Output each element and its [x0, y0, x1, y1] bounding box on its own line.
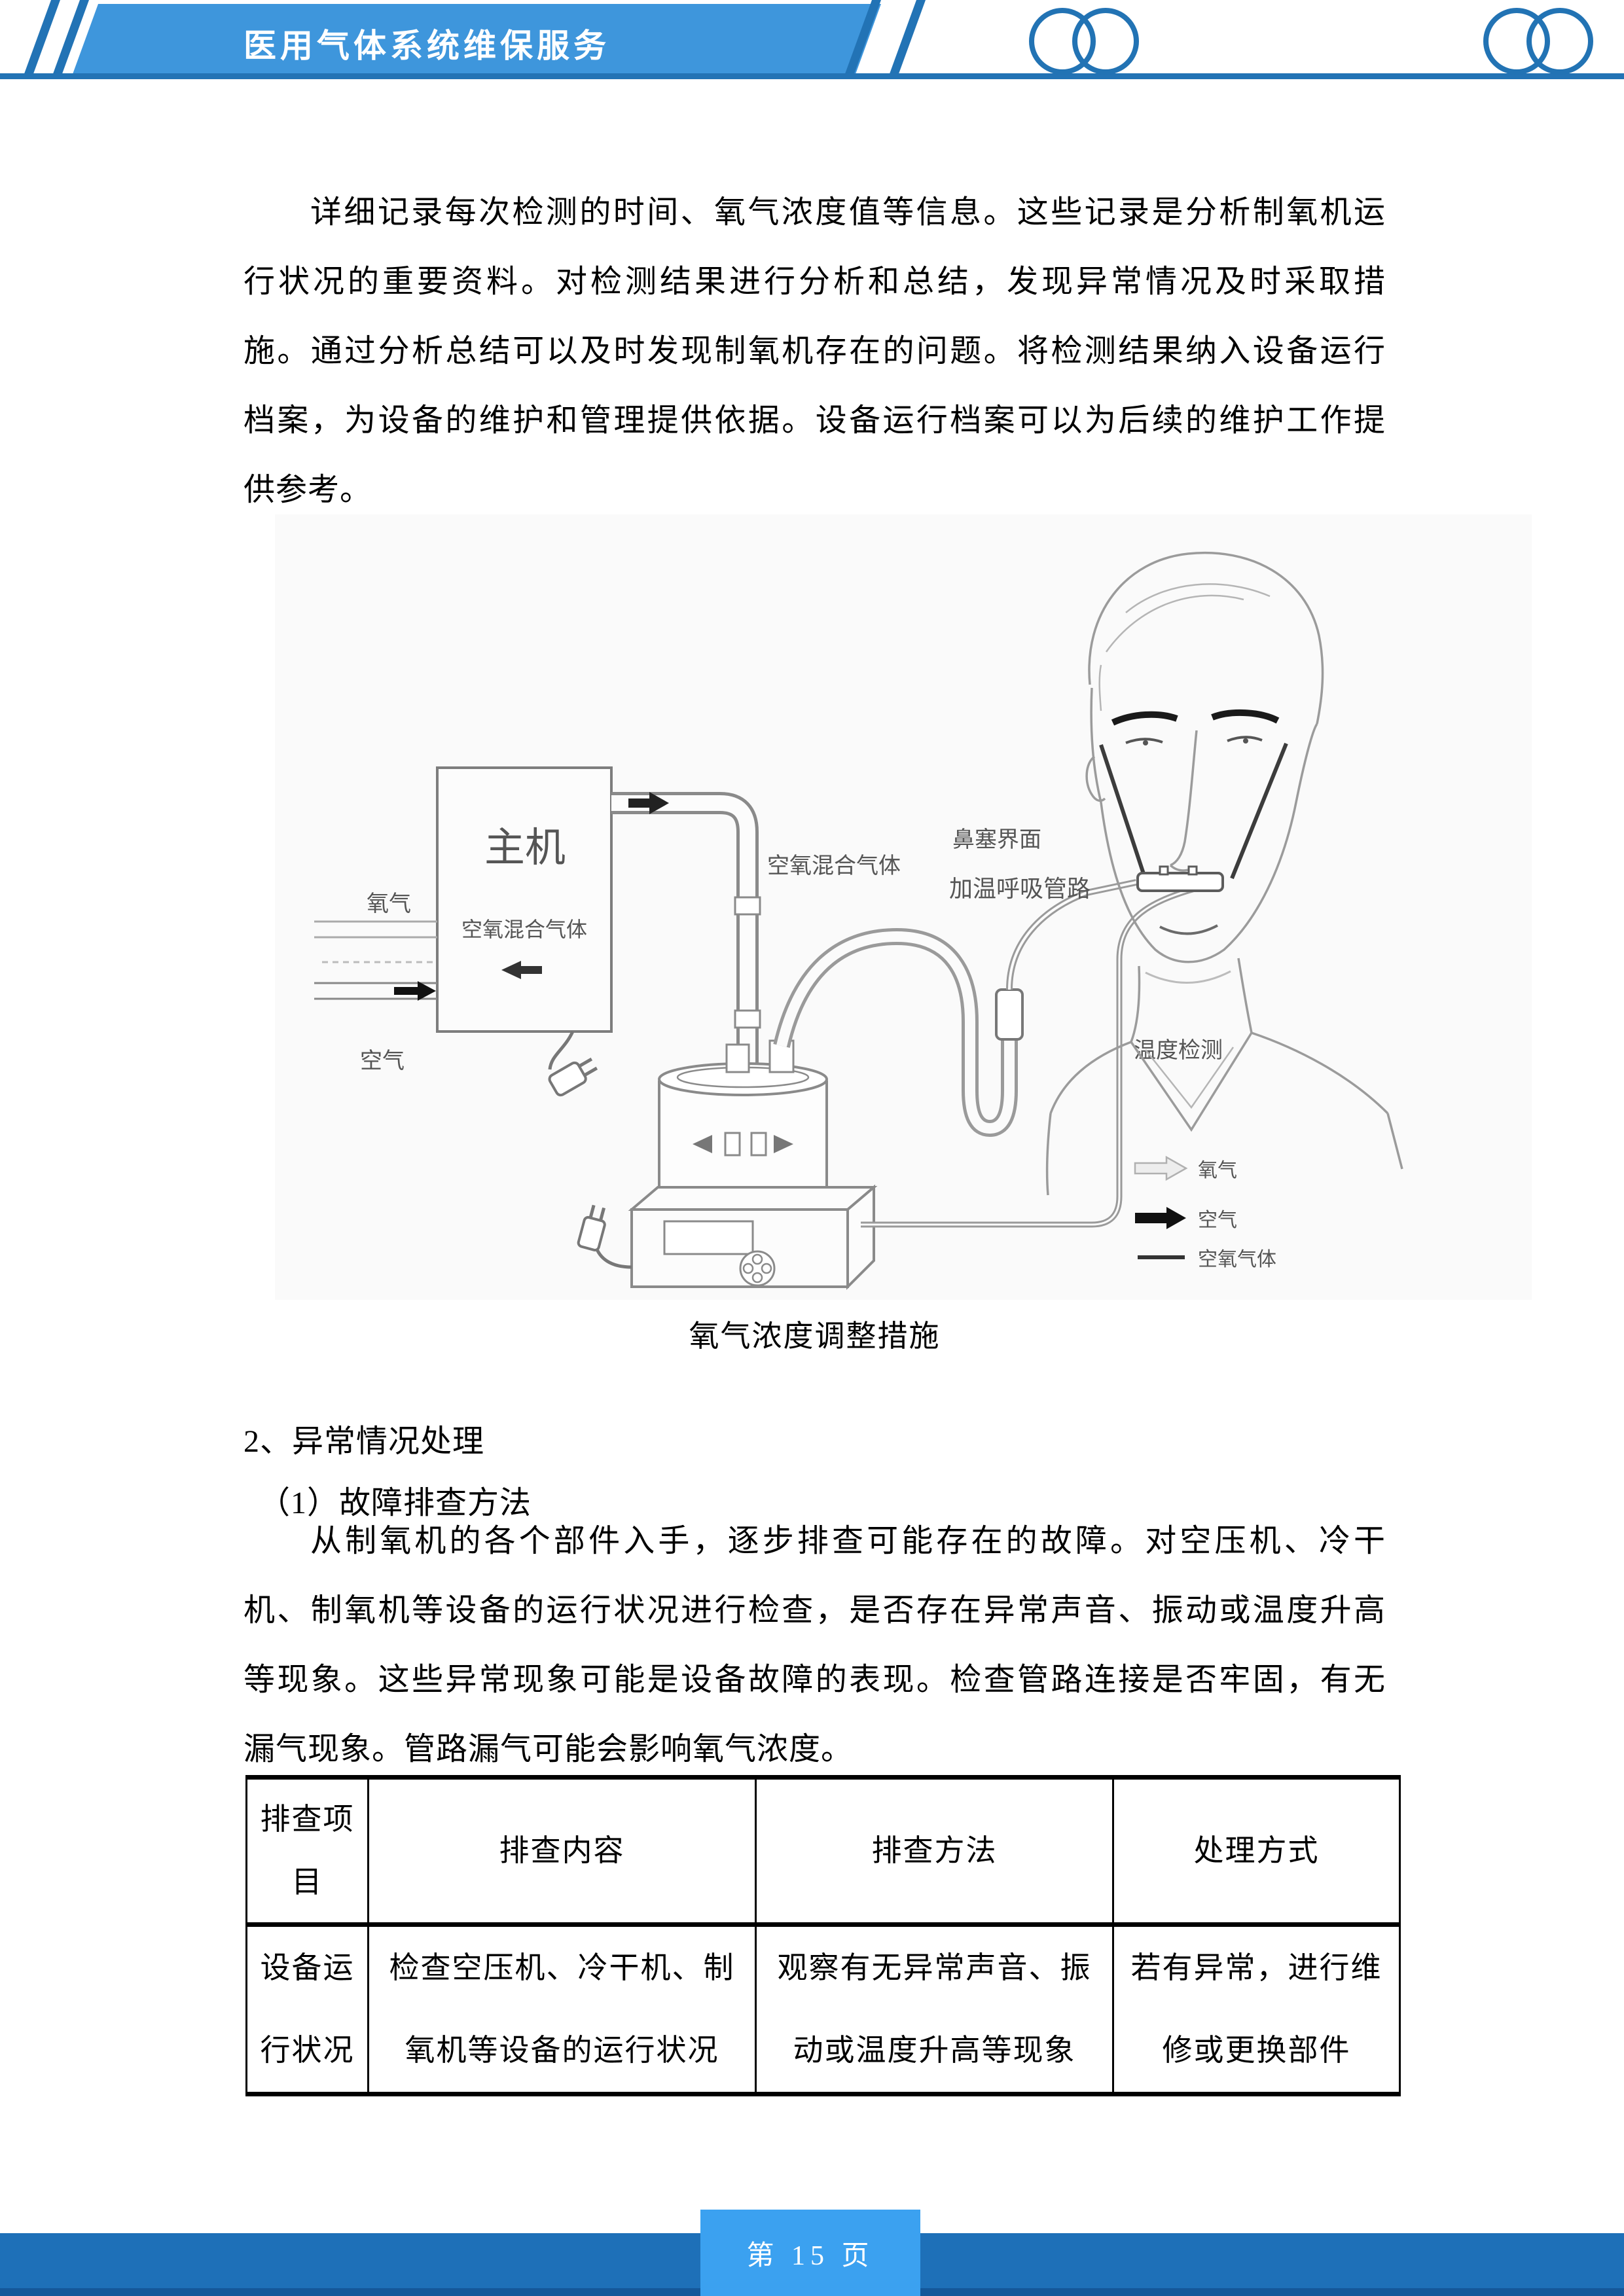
legend-oxygen-label: 氧气	[1198, 1160, 1237, 1181]
rings-logo	[1029, 8, 1139, 75]
gas-inputs	[314, 920, 437, 1001]
paragraph-line: 漏气现象。管路漏气可能会影响氧气浓度。	[244, 1732, 854, 1767]
paragraph-line: 从制氧机的各个部件入手，逐步排查可能存在的故障。对空压机、冷干	[310, 1524, 1386, 1558]
col-header-item: 排查项目	[245, 1775, 369, 1927]
mixed-gas-pipe	[611, 792, 761, 1066]
patient-face-sketch	[1045, 551, 1403, 1196]
oxygen-arrow-outline-icon	[1134, 1155, 1188, 1181]
paragraph-line: 详细记录每次检测的时间、氧气浓度值等信息。这些记录是分析制氧机运	[310, 195, 1386, 230]
paragraph-line: 档案，为设备的维护和管理提供依据。设备运行档案可以为后续的维护工作提	[244, 403, 1386, 438]
table-header-row: 排查项目 排查内容 排查方法 处理方式	[245, 1775, 1401, 1927]
temp-detect-label: 温度检测	[1134, 1038, 1223, 1063]
paragraph-line: 施。通过分析总结可以及时发现制氧机存在的问题。将检测结果纳入设备运行	[244, 334, 1386, 368]
figure-caption: 氧气浓度调整措施	[689, 1319, 941, 1353]
page-number-box: 第 15 页	[700, 2210, 920, 2296]
air-in-label: 空气	[360, 1049, 405, 1073]
header-diagonal-stripe	[890, 0, 926, 73]
oxygen-in-label: 氧气	[367, 891, 411, 916]
paragraph-line: 等现象。这些异常现象可能是设备故障的表现。检查管路连接是否牢固，有无	[244, 1662, 1386, 1697]
diagram-legend: 氧气 空气 空氧气体	[1134, 1155, 1276, 1270]
humidifier-base-machine	[628, 1184, 878, 1290]
main-unit-label: 主机	[484, 826, 566, 870]
paragraph-troubleshooting: 从制氧机的各个部件入手，逐步排查可能存在的故障。对空压机、冷干 机、制氧机等设备…	[244, 1507, 1386, 1784]
col-header-action: 处理方式	[1112, 1775, 1401, 1927]
header-rule	[0, 73, 1624, 79]
subsection-heading: （1）故障排查方法	[259, 1486, 532, 1520]
paragraph-line: 行状况的重要资料。对检测结果进行分析和总结，发现异常情况及时采取措	[244, 264, 1386, 299]
arrow-right-icon	[394, 981, 436, 1001]
machine-knob	[739, 1250, 776, 1287]
document-title: 医用气体系统维保服务	[244, 27, 610, 64]
ring-icon	[1072, 8, 1139, 75]
humidifier	[658, 1039, 828, 1204]
power-plug-icon	[577, 1204, 632, 1269]
troubleshooting-table: 排查项目 排查内容 排查方法 处理方式 设备运行状况 检查空压机、冷干机、制氧机…	[245, 1775, 1401, 2096]
main-unit-box	[436, 766, 613, 1033]
cell-item: 设备运行状况	[245, 1924, 369, 2096]
air-arrow-solid-icon	[1135, 1207, 1186, 1229]
section-heading: 2、异常情况处理	[244, 1424, 485, 1459]
pipe-gas-label: 空氧混合气体	[767, 853, 901, 878]
machine-display	[663, 1220, 754, 1255]
nasal-cannula	[1136, 872, 1224, 892]
paragraph-records: 详细记录每次检测的时间、氧气浓度值等信息。这些记录是分析制氧机运 行状况的重要资…	[244, 178, 1386, 525]
col-header-content: 排查内容	[367, 1775, 757, 1927]
legend-air-label: 空气	[1198, 1210, 1237, 1231]
arrow-left-icon	[501, 961, 542, 979]
temperature-line	[861, 886, 1196, 1228]
nasal-interface-label: 鼻塞界面	[952, 827, 1041, 852]
legend-mixed-label: 空氧气体	[1198, 1249, 1276, 1270]
ring-icon	[1526, 8, 1593, 75]
flow-arrow-icon	[628, 792, 669, 814]
cell-method: 观察有无异常声音、振动或温度升高等现象	[755, 1924, 1114, 2096]
heated-circuit-label: 加温呼吸管路	[949, 876, 1091, 902]
heated-hose	[773, 879, 1138, 1138]
oxygen-adjustment-diagram: 主机 空氧混合气体 氧气 空气	[275, 514, 1532, 1300]
paragraph-line: 机、制氧机等设备的运行状况进行检查，是否存在异常声音、振动或温度升高	[244, 1593, 1386, 1628]
hose-connector	[995, 988, 1024, 1041]
col-header-method: 排查方法	[755, 1775, 1114, 1927]
diagram-sketch: 主机 空氧混合气体 氧气 空气	[314, 551, 1403, 1290]
paragraph-line: 供参考。	[244, 473, 372, 507]
header-diagonal-stripe	[24, 0, 60, 73]
table-row: 设备运行状况 检查空压机、冷干机、制氧机等设备的运行状况 观察有无异常声音、振动…	[245, 1924, 1401, 2096]
rings-logo	[1483, 8, 1593, 75]
cell-content: 检查空压机、冷干机、制氧机等设备的运行状况	[367, 1924, 757, 2096]
page-number: 第 15 页	[746, 2240, 875, 2271]
cell-action: 若有异常，进行维修或更换部件	[1112, 1924, 1401, 2096]
power-plug-icon	[548, 1030, 598, 1097]
mixed-gas-inside-label: 空氧混合气体	[461, 918, 587, 941]
